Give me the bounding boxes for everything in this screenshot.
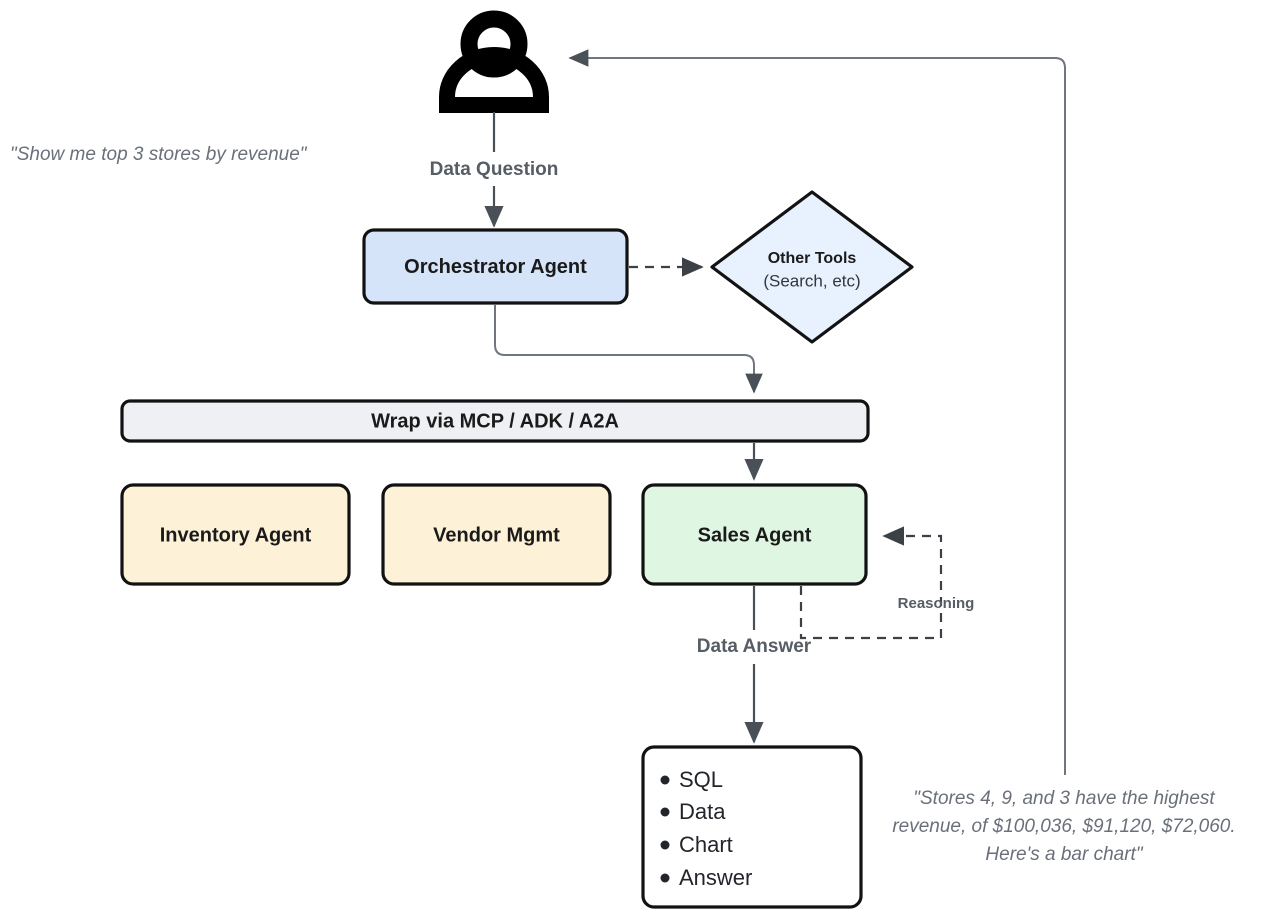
sales-agent-label: Sales Agent	[698, 524, 812, 546]
edge-reasoning-loop	[799, 526, 943, 640]
inventory-agent-box[interactable]	[120, 483, 351, 586]
user-persona-icon	[439, 10, 549, 113]
output-list-item: Data	[660, 799, 726, 824]
inventory-agent-label: Inventory Agent	[160, 524, 312, 546]
other-tools-label: Other Tools	[768, 250, 857, 267]
bullet-icon	[660, 807, 670, 817]
node-inventory-agent[interactable]: Inventory Agent	[120, 483, 351, 586]
output-item-label: Data	[679, 799, 726, 824]
output-list-item: Chart	[660, 832, 733, 857]
edge-label-data-question: Data Question	[430, 159, 559, 180]
node-output-box[interactable]: SQL Data Chart Answer	[641, 745, 863, 909]
user-shoulders-icon	[439, 47, 549, 113]
other-tools-sublabel: (Search, etc)	[763, 271, 860, 290]
node-other-tools[interactable]: Other Tools (Search, etc)	[710, 190, 914, 344]
orchestrator-box[interactable]	[362, 228, 629, 305]
node-sales-agent[interactable]: Sales Agent	[641, 483, 868, 586]
node-vendor-mgmt[interactable]: Vendor Mgmt	[381, 483, 612, 586]
annotation-final-answer-line2: revenue, of $100,036, $91,120, $72,060.	[892, 816, 1235, 837]
output-item-label: SQL	[679, 767, 723, 792]
annotation-final-answer-line3: Here's a bar chart"	[985, 844, 1143, 865]
edge-orchestrator-to-wrap	[494, 305, 763, 394]
orchestrator-label: Orchestrator Agent	[404, 256, 587, 278]
vendor-mgmt-label: Vendor Mgmt	[433, 524, 560, 546]
edge-answer-back-to-user	[568, 49, 1066, 775]
annotation-final-answer-line1: "Stores 4, 9, and 3 have the highest	[913, 788, 1215, 809]
sales-agent-box[interactable]	[641, 483, 868, 586]
edge-label-reasoning: Reasoning	[898, 595, 975, 612]
output-list-item: SQL	[660, 767, 723, 792]
edge-label-data-answer: Data Answer	[697, 636, 812, 657]
bullet-icon	[660, 873, 670, 883]
annotation-user-question: "Show me top 3 stores by revenue"	[10, 144, 308, 165]
node-wrap-bar[interactable]: Wrap via MCP / ADK / A2A	[120, 399, 870, 443]
node-orchestrator-agent[interactable]: Orchestrator Agent	[362, 228, 629, 305]
output-box[interactable]	[641, 745, 863, 909]
output-item-label: Chart	[679, 832, 733, 857]
vendor-mgmt-box[interactable]	[381, 483, 612, 586]
output-list-item: Answer	[660, 865, 752, 890]
user-head-icon	[460, 10, 528, 78]
bullet-icon	[660, 840, 670, 850]
other-tools-diamond[interactable]	[710, 190, 914, 344]
bullet-icon	[660, 775, 670, 785]
wrap-bar-box[interactable]	[120, 399, 870, 443]
wrap-bar-label: Wrap via MCP / ADK / A2A	[371, 410, 619, 432]
output-item-label: Answer	[679, 865, 752, 890]
